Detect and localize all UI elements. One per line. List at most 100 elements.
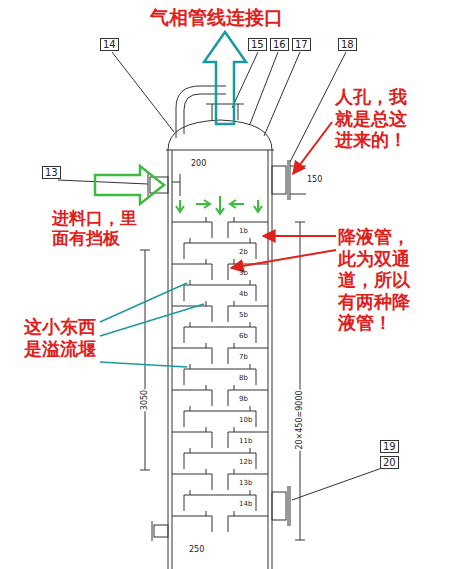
tray-stroke — [256, 453, 257, 469]
dimension-text: 250 — [188, 546, 205, 554]
tray-stroke — [206, 385, 207, 390]
tray-stroke — [234, 511, 235, 516]
tray-stroke — [184, 411, 256, 412]
tray-stroke — [212, 516, 213, 532]
tray-stroke — [190, 490, 191, 495]
callout-number: 15 — [248, 38, 267, 51]
callout-number: 20 — [380, 456, 399, 469]
tray-stroke — [228, 516, 229, 532]
tray-stroke — [184, 453, 185, 469]
tray-stroke — [190, 364, 191, 369]
tray-stroke — [228, 264, 229, 280]
tray-stroke — [212, 348, 213, 364]
tray-stroke — [250, 238, 251, 243]
tray-stroke — [256, 243, 257, 259]
dimension-text: 150 — [306, 176, 323, 184]
callout-number: 14 — [100, 38, 119, 51]
tray-stroke — [228, 474, 229, 490]
callout-number: 19 — [380, 440, 399, 453]
tray-stroke — [234, 217, 235, 222]
tray-stroke — [184, 285, 256, 286]
tray-stroke — [212, 306, 213, 322]
tray-stroke — [206, 469, 207, 474]
tray-stroke — [234, 343, 235, 348]
tray-stroke — [212, 222, 213, 238]
tray-stroke — [190, 322, 191, 327]
tray-stroke — [206, 259, 207, 264]
tray-stroke — [250, 406, 251, 411]
callout-number: 17 — [292, 38, 311, 51]
tray-stroke — [184, 369, 185, 385]
tray-stroke — [184, 495, 185, 511]
annotation-text: 这小东西是溢流堰 — [24, 316, 101, 359]
tray-stroke — [228, 222, 229, 238]
tray-stroke — [234, 385, 235, 390]
tray-stroke — [228, 432, 229, 448]
annotation-text: 人孔，我就是总这进来的！ — [335, 86, 412, 151]
tray-stroke — [184, 327, 185, 343]
tray-stroke — [250, 322, 251, 327]
annotation-text: 气相管线连接口 — [150, 6, 283, 29]
callout-number: 13 — [42, 166, 61, 179]
callout-number: 18 — [338, 38, 357, 51]
tray-stroke — [228, 306, 229, 322]
tray-stroke — [184, 495, 256, 496]
dimension-text: 20×450=9000 — [296, 389, 304, 450]
tray-number: 10b — [238, 417, 253, 424]
tray-stroke — [228, 348, 229, 364]
tray-number: 7b — [238, 354, 249, 361]
tray-stroke — [256, 285, 257, 301]
tray-stroke — [212, 432, 213, 448]
tray-number: 1b — [238, 228, 249, 235]
tray-number: 8b — [238, 375, 249, 382]
tray-stroke — [184, 285, 185, 301]
tray-stroke — [206, 301, 207, 306]
tray-stroke — [184, 453, 256, 454]
tray-stroke — [206, 511, 207, 516]
tray-stroke — [256, 369, 257, 385]
tray-stroke — [190, 406, 191, 411]
tray-number: 13b — [238, 480, 253, 487]
tray-number: 14b — [238, 501, 253, 508]
tray-stroke — [206, 343, 207, 348]
tray-stroke — [190, 448, 191, 453]
annotation-text: 进料口，里面有挡板 — [52, 208, 142, 249]
tray-stroke — [184, 411, 185, 427]
dimension-text: 3050 — [141, 389, 149, 411]
tray-stroke — [190, 280, 191, 285]
annotation-text: 降液管，此为双通道，所以有两种降液管！ — [338, 226, 415, 334]
tray-stroke — [234, 427, 235, 432]
tray-stroke — [184, 243, 185, 259]
tray-stroke — [184, 369, 256, 370]
tray-number: 9b — [238, 396, 249, 403]
tray-stroke — [234, 469, 235, 474]
tray-stroke — [234, 259, 235, 264]
tray-number: 3b — [238, 270, 249, 277]
tray-stroke — [250, 490, 251, 495]
tray-stroke — [212, 264, 213, 280]
tray-stroke — [184, 327, 256, 328]
tray-number: 11b — [238, 438, 253, 445]
tray-stroke — [256, 327, 257, 343]
tray-number: 6b — [238, 333, 249, 340]
tray-stroke — [228, 390, 229, 406]
tray-stroke — [206, 427, 207, 432]
tray-number: 2b — [238, 249, 249, 256]
callout-number: 16 — [270, 38, 289, 51]
tray-stroke — [250, 364, 251, 369]
tray-number: 5b — [238, 312, 249, 319]
tray-stroke — [256, 495, 257, 511]
tray-stroke — [184, 243, 256, 244]
tray-stroke — [212, 390, 213, 406]
tray-stroke — [190, 238, 191, 243]
tray-stroke — [234, 301, 235, 306]
tray-number: 4b — [238, 291, 249, 298]
dimension-text: 200 — [190, 160, 207, 168]
tray-number: 12b — [238, 459, 253, 466]
tray-stroke — [250, 448, 251, 453]
tray-stroke — [256, 411, 257, 427]
tray-stroke — [206, 217, 207, 222]
tray-stroke — [250, 280, 251, 285]
tray-stroke — [212, 474, 213, 490]
